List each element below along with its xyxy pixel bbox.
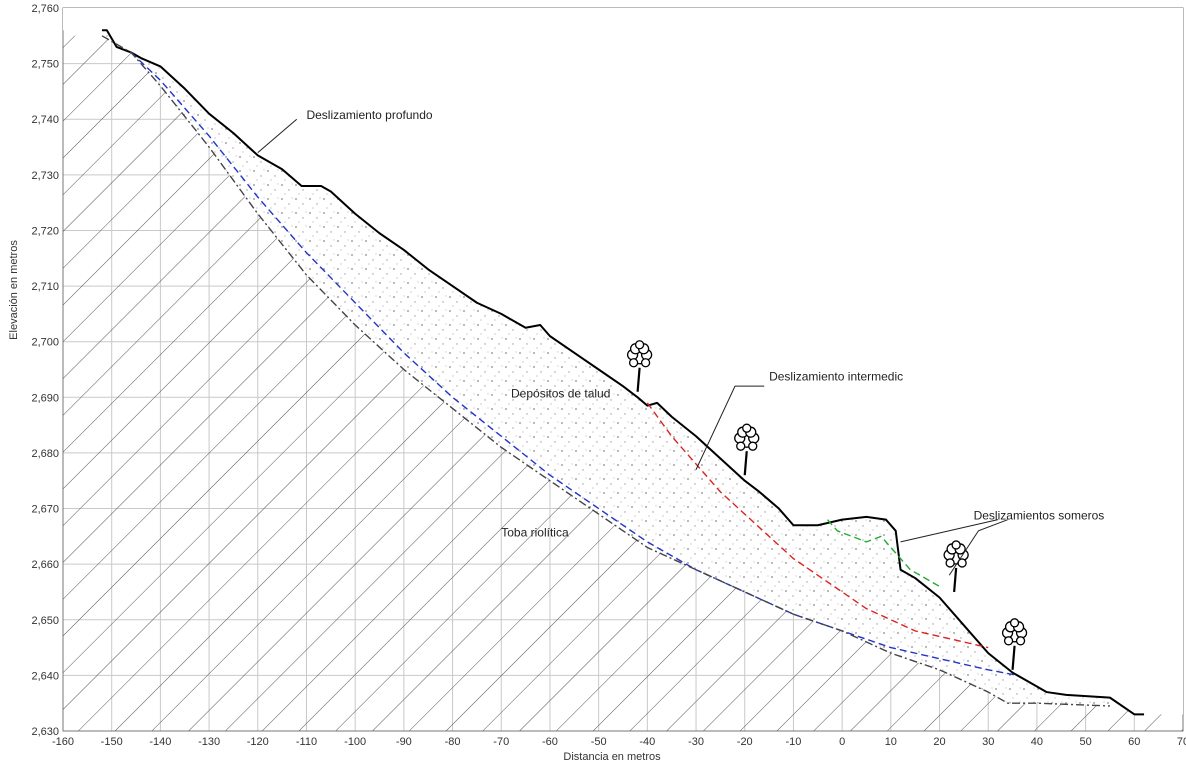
y-tick-label: 2,680	[31, 448, 59, 460]
series-layer	[101, 29, 1145, 716]
x-tick-label: -30	[688, 736, 704, 748]
geology-fill	[63, 8, 1183, 732]
x-tick-label: -20	[737, 736, 753, 748]
series-line-0	[101, 29, 1145, 716]
x-axis-label: Distancia en metros	[563, 751, 661, 763]
x-tick-label: -110	[296, 736, 317, 748]
x-tick-label: 0	[839, 736, 845, 748]
sky-mask	[63, 8, 1183, 715]
y-tick-label: 2,750	[31, 59, 59, 71]
y-tick-label: 2,700	[31, 337, 59, 349]
series-line-1	[130, 51, 1018, 677]
x-tick-label: -60	[542, 736, 558, 748]
leader-line	[948, 519, 1008, 576]
x-tick-label: -150	[101, 736, 123, 748]
x-tick-label: 30	[982, 736, 994, 748]
y-tick-label: 2,760	[31, 3, 59, 15]
x-tick-label: 10	[885, 736, 897, 748]
series-line-3	[826, 519, 940, 588]
x-tick-label: -160	[52, 736, 74, 748]
x-tick-label: -80	[445, 736, 461, 748]
x-tick-label: -120	[247, 736, 269, 748]
x-tick-label: 70	[1177, 736, 1186, 748]
leader-line	[695, 385, 765, 470]
tree-icon	[626, 340, 653, 392]
series-line-4	[101, 35, 1110, 707]
x-tick-label: -50	[591, 736, 607, 748]
x-tick-label: 40	[1031, 736, 1043, 748]
x-tick-label: -10	[785, 736, 801, 748]
x-tick-label: 50	[1079, 736, 1091, 748]
bedrock-hatch	[63, 35, 1183, 732]
y-tick-label: 2,630	[31, 726, 59, 738]
annotation-label: Deslizamiento profundo	[306, 108, 432, 122]
x-tick-label: -70	[493, 736, 509, 748]
x-tick-label: -90	[396, 736, 412, 748]
tick-labels: -160-150-140-130-120-110-100-90-80-70-60…	[31, 3, 1186, 748]
y-axis-label: Elevación en metros	[8, 240, 20, 340]
talus-deposits	[101, 30, 1145, 715]
y-tick-label: 2,650	[31, 615, 59, 627]
x-tick-label: 60	[1128, 736, 1140, 748]
y-tick-label: 2,690	[31, 392, 59, 404]
y-tick-label: 2,710	[31, 281, 59, 293]
y-tick-label: 2,640	[31, 670, 59, 682]
annotation-label: Deslizamiento intermedic	[769, 370, 903, 384]
y-tick-label: 2,660	[31, 559, 59, 571]
x-tick-label: -100	[344, 736, 366, 748]
y-tick-label: 2,730	[31, 170, 59, 182]
x-tick-label: 20	[933, 736, 945, 748]
leader-line	[900, 519, 999, 543]
x-tick-label: -130	[198, 736, 220, 748]
x-tick-label: -40	[639, 736, 655, 748]
leader-line	[257, 118, 298, 153]
y-tick-label: 2,740	[31, 114, 59, 126]
x-tick-label: -140	[149, 736, 171, 748]
tree-icon	[1001, 618, 1028, 670]
y-tick-label: 2,670	[31, 504, 59, 516]
y-tick-label: 2,720	[31, 225, 59, 237]
annotation-label: Deslizamientos someros	[974, 509, 1105, 523]
annotation-label: Depósitos de talud	[511, 386, 610, 400]
tree-icon	[734, 423, 760, 476]
series-line-2	[646, 402, 989, 649]
annotation-label: Toba riolítica	[501, 525, 569, 539]
tree-layer	[626, 340, 1028, 670]
